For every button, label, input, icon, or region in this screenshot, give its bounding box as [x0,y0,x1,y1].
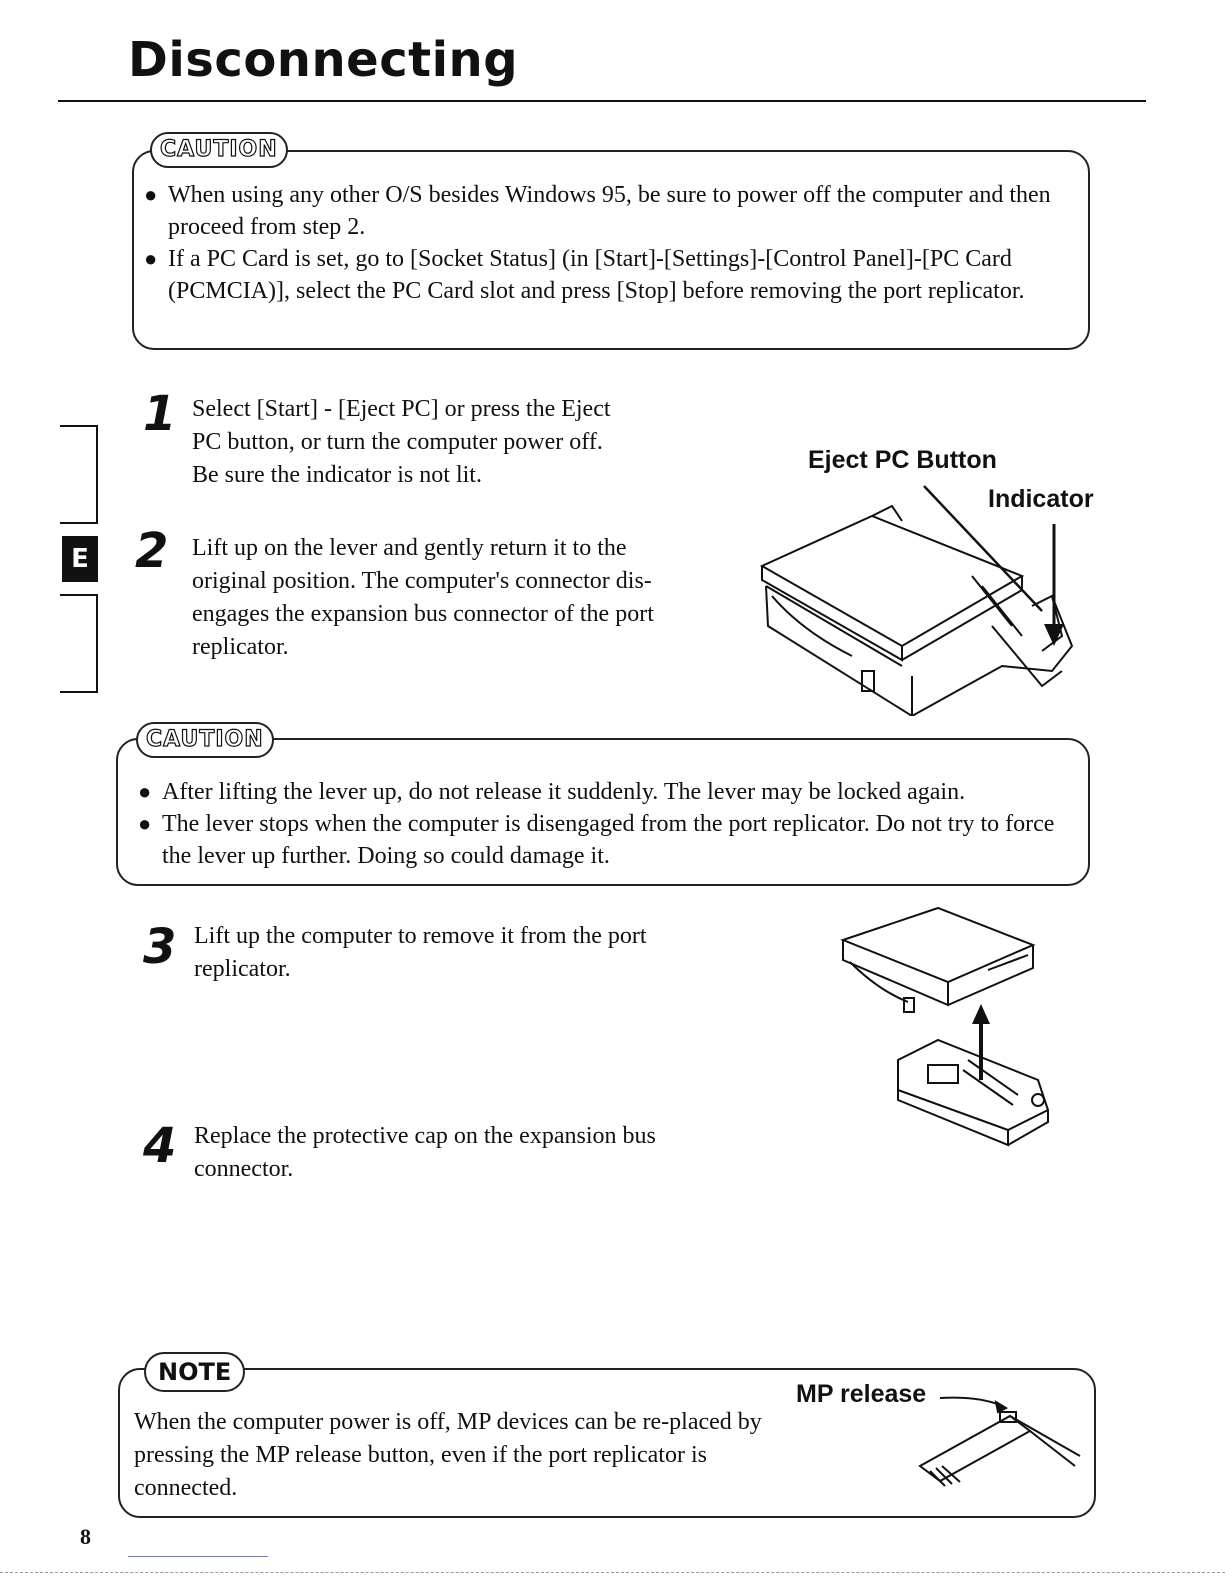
caution-box-1: ●When using any other O/S besides Window… [132,150,1090,350]
note-text: When the computer power is off, MP devic… [134,1409,762,1501]
bullet-icon: ● [138,811,152,836]
page-edge-line [0,1572,1225,1573]
page-number: 8 [80,1524,91,1549]
eject-pc-button-label: Eject PC Button [808,446,997,474]
step-number: 1 [143,386,177,442]
laptop-on-replicator-illustration [759,485,1074,716]
lift-computer-illustration [840,906,1050,1147]
note-badge: NOTE [144,1352,246,1392]
step-text: Lift up the computer to remove it from t… [194,923,647,982]
caution-box-2: ●After lifting the lever up, do not rele… [116,738,1090,886]
mp-release-label: MP release [796,1380,927,1408]
caution-badge-1: CAUTION [150,132,288,168]
side-marker-lower [60,594,98,596]
caution-2-item: ●After lifting the lever up, do not rele… [138,776,1082,808]
bullet-icon: ● [144,246,158,271]
caution-badge-2: CAUTION [136,722,274,758]
step-text: Select [Start] - [Eject PC] or press the… [192,396,611,488]
side-marker-top [60,425,98,427]
step-number: 2 [135,523,169,579]
bullet-icon: ● [138,779,152,804]
section-tab: E [62,536,98,582]
side-marker-top-vertical [96,425,98,523]
page-title: Disconnecting [128,32,519,88]
step-text: Replace the protective cap on the expans… [194,1123,656,1182]
mp-release-illustration [918,1396,1081,1487]
bottom-rule [128,1556,268,1557]
side-marker-lower-vertical [96,594,98,692]
caution-1-item: ●When using any other O/S besides Window… [144,179,1080,243]
title-rule [58,100,1146,102]
note-box: When the computer power is off, MP devic… [118,1368,1096,1518]
indicator-label: Indicator [988,485,1094,513]
side-marker-bottom [60,691,98,693]
step-number: 3 [143,919,177,975]
caution-1-item: ●If a PC Card is set, go to [Socket Stat… [144,243,1080,307]
caution-2-item: ●The lever stops when the computer is di… [138,808,1082,872]
step-number: 4 [143,1118,177,1174]
side-marker-mid [60,522,98,524]
step-text: Lift up on the lever and gently return i… [192,535,654,660]
bullet-icon: ● [144,182,158,207]
